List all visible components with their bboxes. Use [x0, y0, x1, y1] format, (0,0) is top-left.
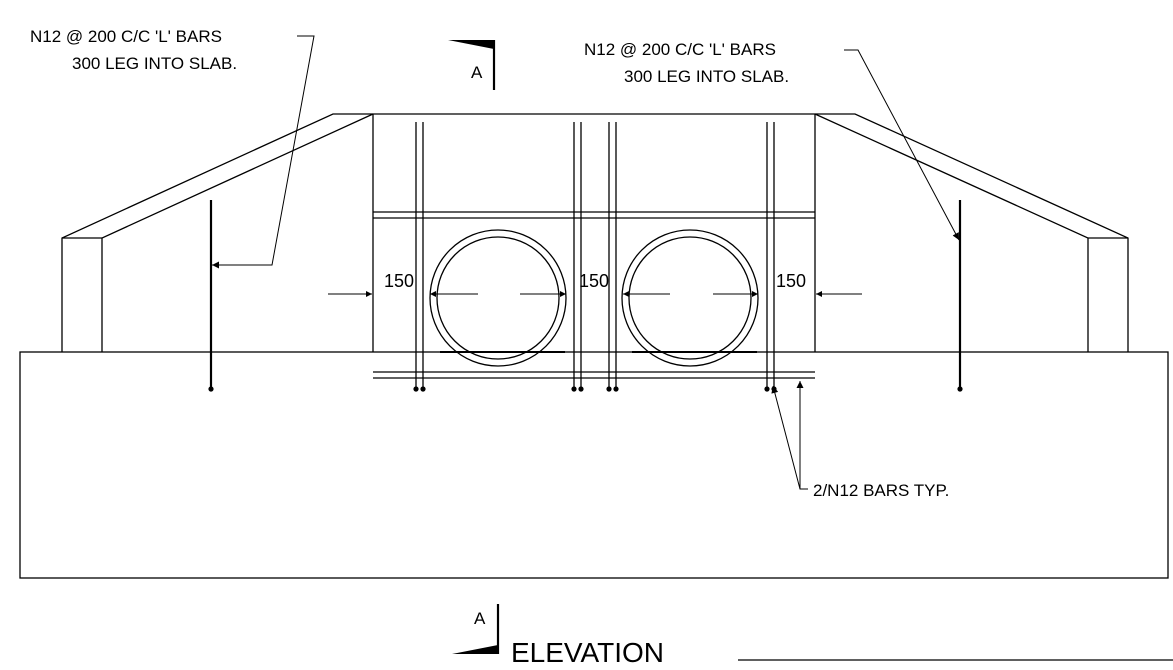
- culvert-pipe-right: [621, 229, 759, 367]
- callout-right-leader: [844, 49, 960, 241]
- callout-left-line1: N12 @ 200 C/C 'L' BARS: [30, 27, 222, 46]
- headwall: [372, 113, 816, 352]
- horizontal-bottom-bars: [373, 371, 815, 379]
- wing-l-bars: [208, 200, 963, 392]
- callout-left-line2: 300 LEG INTO SLAB.: [72, 54, 237, 73]
- section-marker-top: A: [448, 40, 496, 90]
- callout-right-line1: N12 @ 200 C/C 'L' BARS: [584, 40, 776, 59]
- section-label-top: A: [471, 63, 483, 82]
- section-marker-bottom: A: [452, 604, 500, 654]
- callout-bottom-leader: [771, 381, 808, 490]
- base-slab: [19, 351, 1169, 579]
- dim-mid: 150: [579, 271, 609, 291]
- section-label-bottom: A: [474, 609, 486, 628]
- bar-end-dots: [413, 386, 777, 392]
- dim-left: 150: [384, 271, 414, 291]
- right-wing-wall: [814, 113, 1129, 352]
- callout-right-line2: 300 LEG INTO SLAB.: [624, 67, 789, 86]
- culvert-pipe-left: [429, 229, 567, 367]
- callout-bottom: 2/N12 BARS TYP.: [813, 481, 949, 500]
- callout-left-leader: [212, 35, 315, 269]
- vertical-bars: [415, 122, 775, 388]
- left-wing-wall: [61, 113, 374, 352]
- dim-right: 150: [776, 271, 806, 291]
- drawing-title: ELEVATION: [511, 637, 664, 668]
